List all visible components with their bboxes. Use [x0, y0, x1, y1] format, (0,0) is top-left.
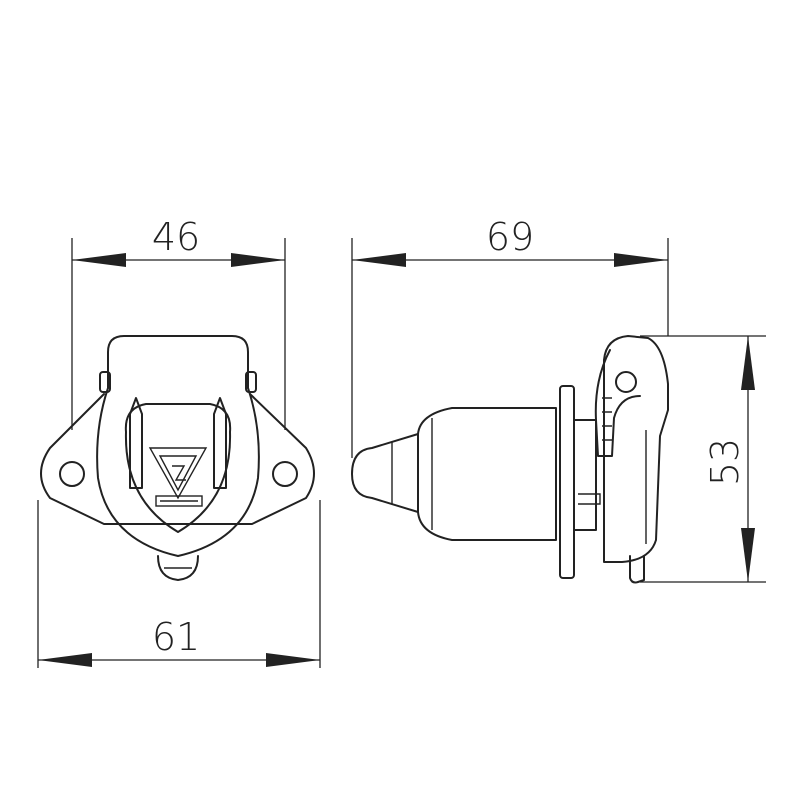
- dimension-61-label: 61: [152, 615, 200, 659]
- dimension-46: 46: [72, 215, 285, 267]
- front-view: [37, 238, 321, 668]
- front-flange: [40, 393, 315, 525]
- release-tab: [157, 555, 199, 581]
- mounting-hole-left: [59, 461, 85, 487]
- dimension-53-label: 53: [703, 438, 747, 486]
- side-flange: [559, 385, 575, 579]
- dimension-61: 61: [38, 615, 320, 667]
- dimension-46-label: 46: [152, 215, 200, 259]
- dimension-69: 69: [352, 215, 668, 267]
- latch-tab: [629, 555, 645, 584]
- socket-face: [124, 403, 232, 533]
- dimension-53: 53: [703, 336, 755, 582]
- mounting-hole-right: [272, 461, 298, 487]
- hinge-pin: [615, 371, 637, 393]
- cable-entry-cone: [351, 433, 419, 513]
- lid: [594, 349, 641, 457]
- side-view: [351, 238, 766, 584]
- socket-housing: [603, 335, 669, 563]
- logo-emblem: [148, 447, 208, 500]
- socket-body: [107, 335, 249, 389]
- dimension-69-label: 69: [486, 215, 534, 259]
- rear-housing: [417, 407, 557, 541]
- embossed-label: [155, 495, 203, 507]
